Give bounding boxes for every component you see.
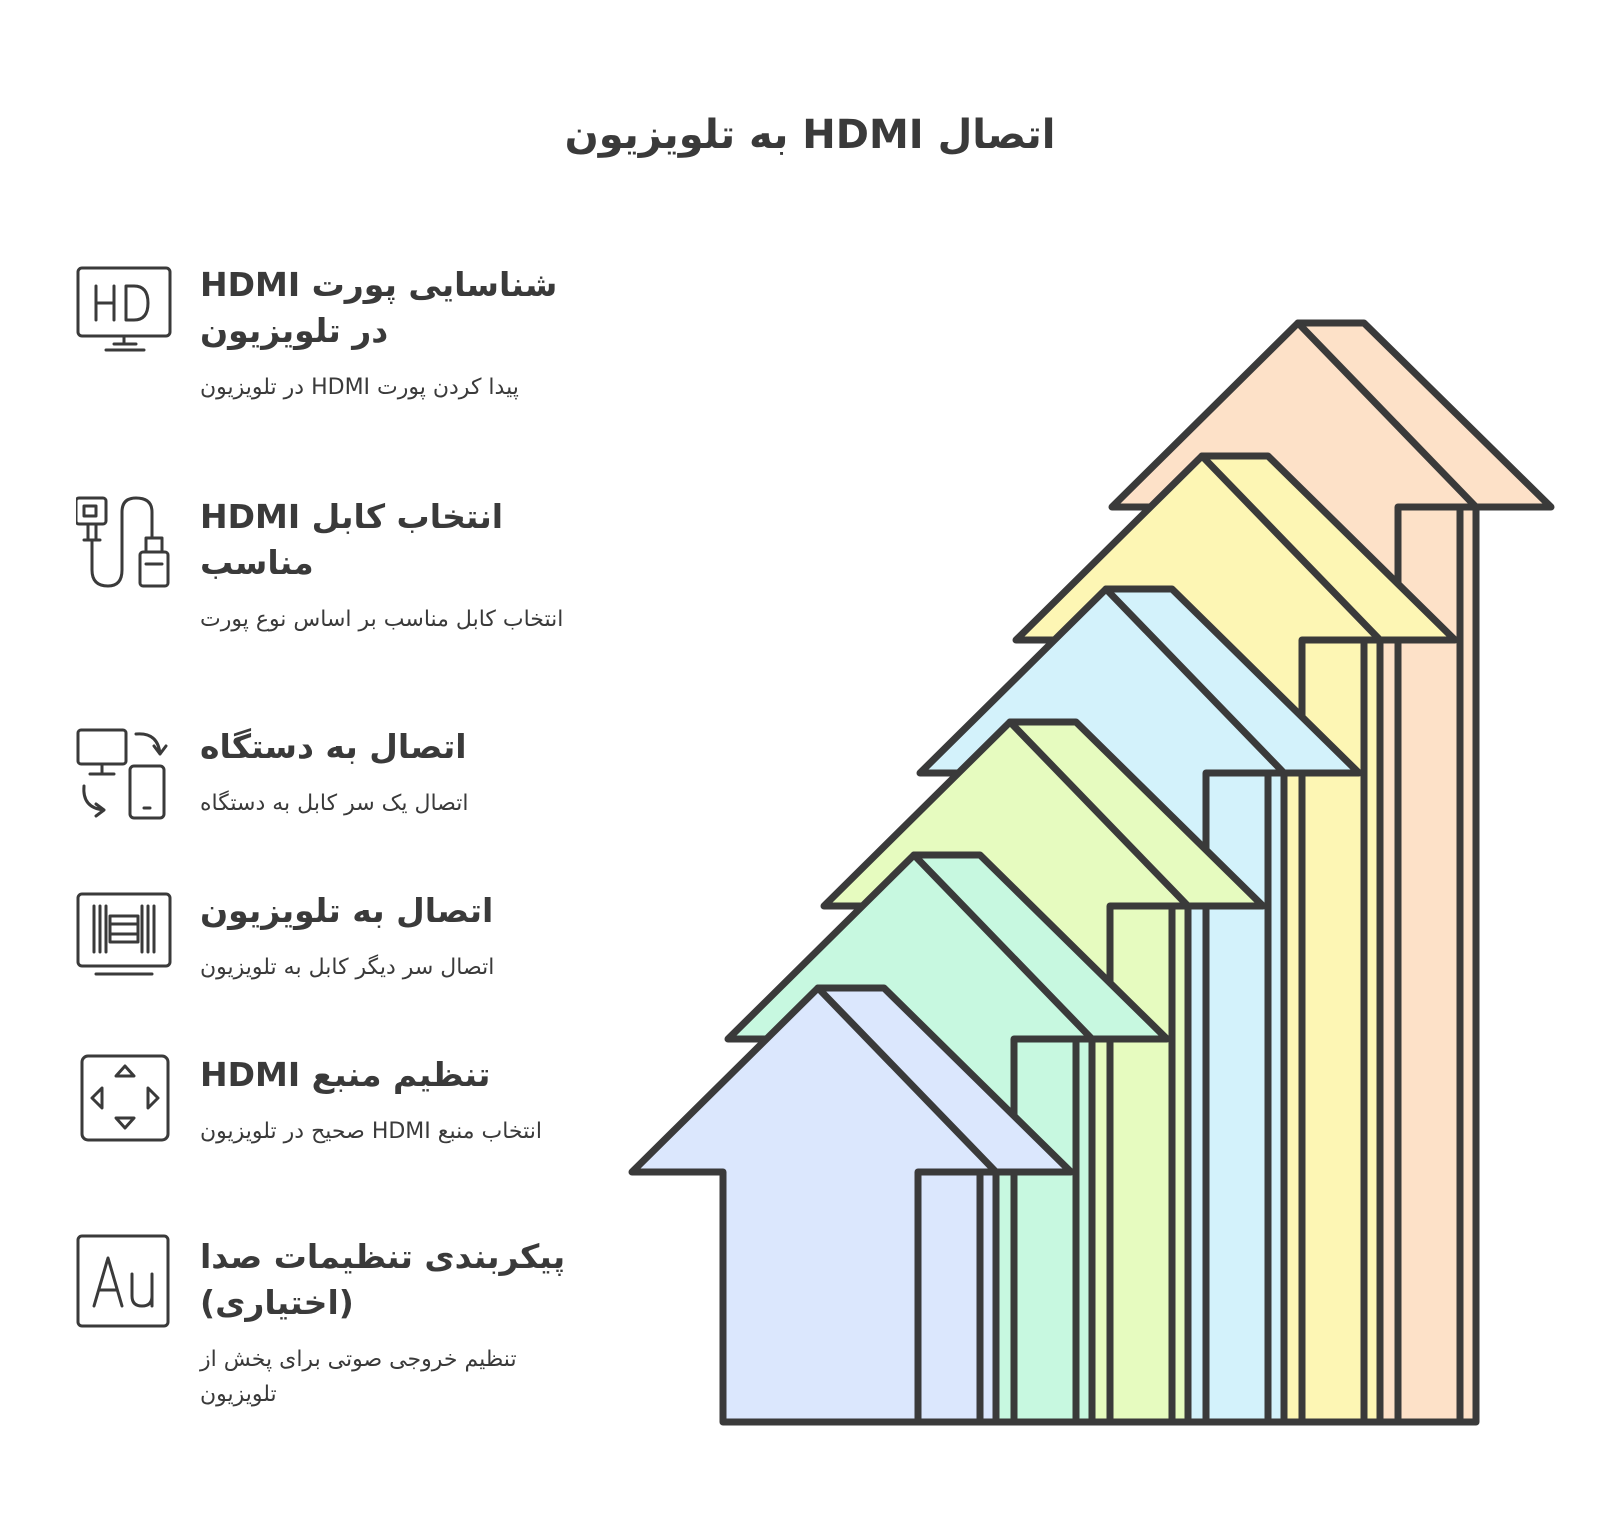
- audio-au-icon: [76, 1234, 176, 1334]
- hdmi-cable-icon: [74, 494, 176, 594]
- dpad-remote-icon: [76, 1052, 176, 1152]
- step-description: اتصال سر دیگر کابل به تلویزیون: [200, 955, 495, 980]
- step-description: انتخاب کابل مناسب بر اساس نوع پورت: [200, 607, 564, 632]
- tv-film-icon: [76, 888, 176, 988]
- step-title: شناسایی پورت HDMI در تلویزیون: [200, 265, 558, 350]
- step-title: تنظیم منبع HDMI: [200, 1055, 491, 1094]
- step-title: پیکربندی تنظیمات صدا (اختیاری): [200, 1237, 566, 1322]
- step-title: اتصال به دستگاه: [200, 727, 467, 766]
- page-title: اتصال HDMI به تلویزیون: [564, 112, 1056, 158]
- step-title: انتخاب کابل HDMI مناسب: [200, 497, 504, 582]
- step-description: اتصال یک سر کابل به دستگاه: [200, 791, 469, 816]
- step-title: اتصال به تلویزیون: [200, 891, 494, 930]
- step-description: تنظیم خروجی صوتی برای پخش از تلویزیون: [200, 1347, 517, 1407]
- device-sync-icon: [76, 724, 176, 824]
- step-description: انتخاب منبع HDMI صحیح در تلویزیون: [200, 1119, 543, 1144]
- hd-monitor-icon: [76, 262, 176, 362]
- arrow-step-6: [628, 984, 1075, 1426]
- step-description: پیدا کردن پورت HDMI در تلویزیون: [200, 375, 519, 400]
